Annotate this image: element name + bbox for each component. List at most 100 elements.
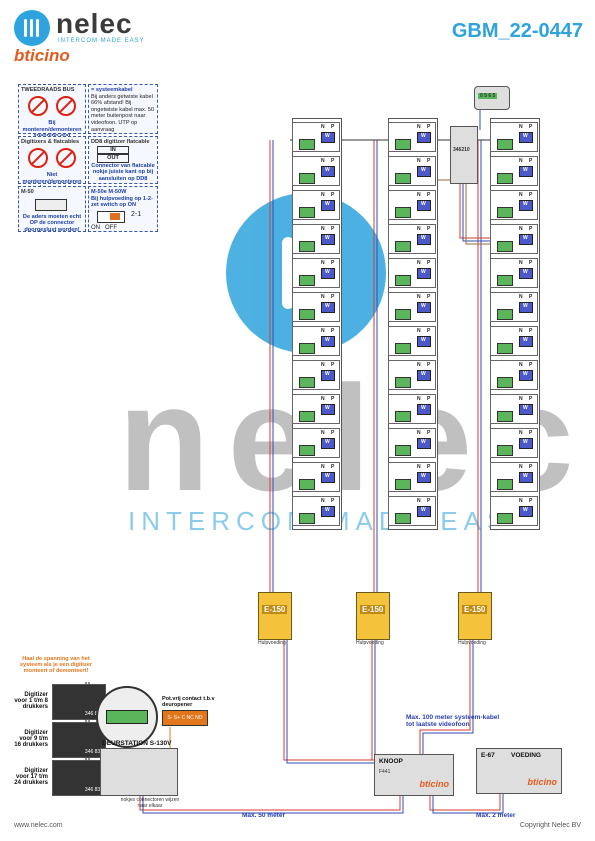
digitizer-2-label: Digitizer voor 9 t/m 16 drukkers: [14, 730, 48, 748]
legend-m50-title: M-50: [21, 189, 34, 195]
footer-copyright: Copyright Nelec BV: [519, 822, 581, 829]
unit-n-label: N: [519, 362, 523, 368]
no-sign-icon: [56, 95, 76, 116]
unit-n-label: N: [321, 226, 325, 232]
unit-p-label: P: [427, 124, 431, 130]
terminal-block-icon: [299, 139, 315, 150]
unit-w-label: W: [325, 133, 330, 139]
unit-p-label: P: [529, 124, 533, 130]
unit-n-label: N: [417, 192, 421, 198]
unit-p-label: P: [427, 226, 431, 232]
monitor-icon: [321, 200, 335, 211]
switch-on-label: ON: [91, 224, 100, 231]
unit-w-label: W: [325, 337, 330, 343]
unit-p-label: P: [529, 396, 533, 402]
selector-display: 0 5 6 5: [474, 86, 510, 110]
knoop-brand: bticino: [419, 779, 450, 789]
unit-w-label: W: [325, 167, 330, 173]
monitor-icon: [417, 370, 431, 381]
legend-bus-title: TWEEDRAADS BUS: [21, 87, 75, 93]
monitor-icon: [321, 268, 335, 279]
digitizer-3-label: Digitizer voor 17 t/m 24 drukkers: [14, 768, 48, 786]
monitor-icon: [519, 234, 533, 245]
legend-system-cable: = systeemkabel Bij anders getwiste kabel…: [88, 84, 158, 134]
voeding-brand: bticino: [527, 777, 558, 787]
psu-3-name: E-150: [462, 605, 488, 614]
selector-display-value: 0 5 6 5: [478, 93, 498, 99]
psu-2-name: E-150: [360, 605, 386, 614]
riser-3: [490, 118, 540, 530]
legend-m50-text: De aders moeten echt OP de connector doo…: [22, 213, 82, 233]
psu-2-caption: Hulpvoeding: [356, 640, 384, 646]
monitor-icon: [321, 472, 335, 483]
terminal-block-icon: [395, 207, 411, 218]
unit-n-label: N: [417, 294, 421, 300]
monitor-icon: [417, 200, 431, 211]
monitor-icon: [417, 472, 431, 483]
unit-p-label: P: [331, 294, 335, 300]
unit-n-label: N: [519, 260, 523, 266]
digitizer-2: 346 830: [52, 722, 106, 758]
digitizer-2-code: 346 830: [84, 749, 103, 755]
dd8-out-label: OUT: [97, 154, 129, 163]
monitor-icon: [321, 370, 335, 381]
terminal-block-icon: [497, 343, 513, 354]
connector-detail-icon: [96, 686, 158, 748]
digitizer-1-code: 346 830: [84, 711, 103, 717]
unit-w-label: W: [421, 269, 426, 275]
monitor-icon: [519, 404, 533, 415]
unit-n-label: N: [321, 192, 325, 198]
terminal-block-icon: [497, 411, 513, 422]
unit-p-label: P: [529, 328, 533, 334]
unit-p-label: P: [331, 226, 335, 232]
legend-cable-title: = systeemkabel: [91, 87, 133, 93]
unit-p-label: P: [331, 192, 335, 198]
monitor-icon: [321, 166, 335, 177]
document-id: GBM_22-0447: [451, 20, 583, 42]
unit-w-label: W: [325, 405, 330, 411]
brand-tagline: INTERCOM MADE EASY: [58, 38, 145, 44]
monitor-icon: [519, 166, 533, 177]
unit-p-label: P: [427, 192, 431, 198]
connector-note: nokjes connectoren wijzen naar elkaar: [120, 797, 180, 809]
unit-n-label: N: [321, 396, 325, 402]
terminal-block-icon: [299, 275, 315, 286]
unit-n-label: N: [519, 226, 523, 232]
monitor-icon: [417, 336, 431, 347]
monitor-icon: [417, 438, 431, 449]
riser-1: [292, 118, 342, 530]
unit-w-label: W: [325, 303, 330, 309]
monitor-icon: [321, 302, 335, 313]
knoop-title: KNOOP: [379, 758, 403, 765]
unit-n-label: N: [417, 158, 421, 164]
monitor-icon: [321, 506, 335, 517]
unit-p-label: P: [331, 260, 335, 266]
terminal-block-icon: [299, 411, 315, 422]
terminal-block-icon: [299, 343, 315, 354]
unit-n-label: N: [417, 226, 421, 232]
brand-name: nelec: [56, 8, 133, 39]
terminal-block-icon: [299, 513, 315, 524]
unit-p-label: P: [331, 362, 335, 368]
unit-p-label: P: [529, 464, 533, 470]
no-sign-icon: [28, 147, 48, 168]
unit-n-label: N: [519, 158, 523, 164]
monitor-icon: [321, 404, 335, 415]
no-sign-icon: [28, 95, 48, 116]
